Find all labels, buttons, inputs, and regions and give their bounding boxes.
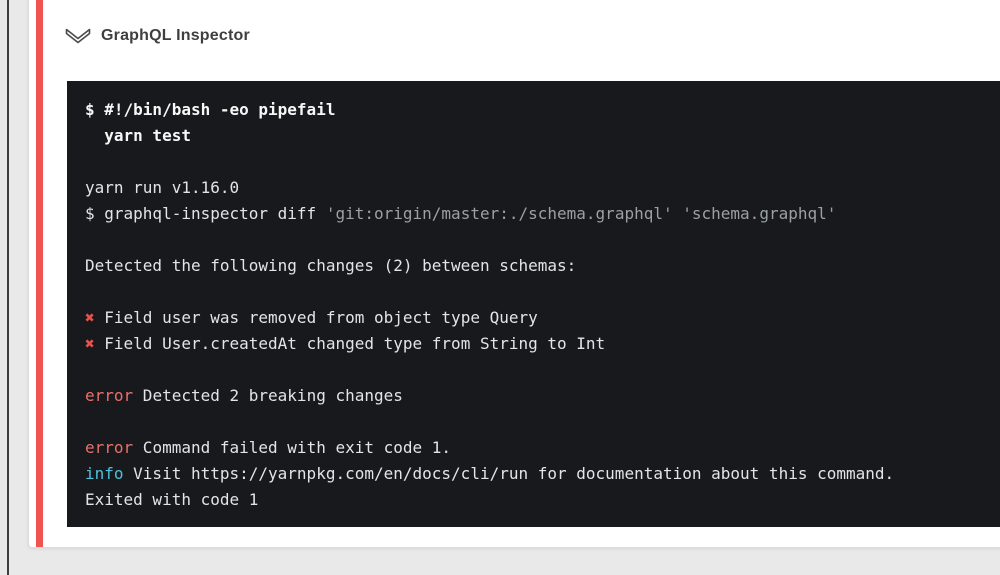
terminal-line: yarn run v1.16.0 [85, 178, 240, 197]
terminal-line: Detected the following changes (2) betwe… [85, 256, 577, 275]
terminal-line: $ #!/bin/bash -eo pipefail [85, 100, 336, 119]
terminal-line: Exited with code 1 [85, 490, 259, 509]
section-title: GraphQL Inspector [101, 27, 250, 44]
failure-accent-stripe [36, 0, 43, 547]
terminal-line [85, 279, 987, 305]
terminal-line: ✖ Field User.createdAt changed type from… [85, 334, 606, 353]
terminal-line: ✖ Field user was removed from object typ… [85, 308, 538, 327]
terminal-output: $ #!/bin/bash -eo pipefail yarn test yar… [67, 81, 1000, 527]
collapse-chevron-icon[interactable] [65, 27, 91, 45]
terminal-line [85, 357, 987, 383]
terminal-line [85, 149, 987, 175]
terminal-line: info Visit https://yarnpkg.com/en/docs/c… [85, 464, 895, 483]
terminal-line [85, 409, 987, 435]
terminal-line: $ graphql-inspector diff 'git:origin/mas… [85, 204, 837, 223]
terminal-line [85, 227, 987, 253]
terminal-line: error Detected 2 breaking changes [85, 386, 403, 405]
terminal-line: error Command failed with exit code 1. [85, 438, 452, 457]
terminal-line: yarn test [85, 126, 191, 145]
step-header: GraphQL Inspector [65, 27, 250, 45]
step-panel: GraphQL Inspector $ #!/bin/bash -eo pipe… [28, 0, 1000, 548]
viewport-edge-divider [7, 0, 9, 575]
